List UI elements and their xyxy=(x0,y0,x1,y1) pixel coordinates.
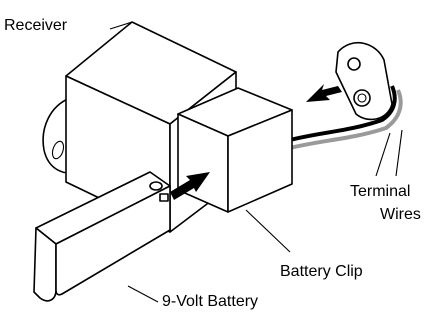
receiver-mounting-hole xyxy=(51,140,65,160)
label-battery: 9-Volt Battery xyxy=(162,293,258,310)
leader-terminal-1 xyxy=(375,132,391,177)
arrow-to-clip xyxy=(170,172,210,200)
battery-clip xyxy=(177,87,293,213)
leader-lines xyxy=(109,21,403,303)
terminal-plate xyxy=(335,42,393,121)
battery-terminal-2 xyxy=(159,193,169,202)
leader-battery xyxy=(127,285,159,303)
wire-black xyxy=(281,85,397,144)
terminal-wires xyxy=(281,85,403,152)
battery-clip-side xyxy=(227,109,293,213)
terminal-connector xyxy=(335,42,393,121)
direction-arrows xyxy=(170,84,342,200)
leader-terminal-2 xyxy=(395,129,403,177)
leader-battery-clip xyxy=(245,209,291,253)
battery-long-side xyxy=(55,185,171,296)
terminal-post-large-inner xyxy=(357,93,367,103)
label-terminal-line1: Terminal xyxy=(350,183,410,200)
terminal-post-large xyxy=(353,89,371,107)
label-receiver: Receiver xyxy=(4,17,68,34)
label-battery-clip: Battery Clip xyxy=(280,263,363,280)
label-terminal-line2: Wires xyxy=(380,206,421,223)
terminal-post-small xyxy=(347,57,361,71)
leader-receiver xyxy=(109,21,133,30)
nine-volt-battery xyxy=(33,171,171,302)
arrow-to-terminal xyxy=(306,84,342,102)
battery-terminal-1 xyxy=(149,181,163,191)
wire-gray xyxy=(281,89,403,152)
